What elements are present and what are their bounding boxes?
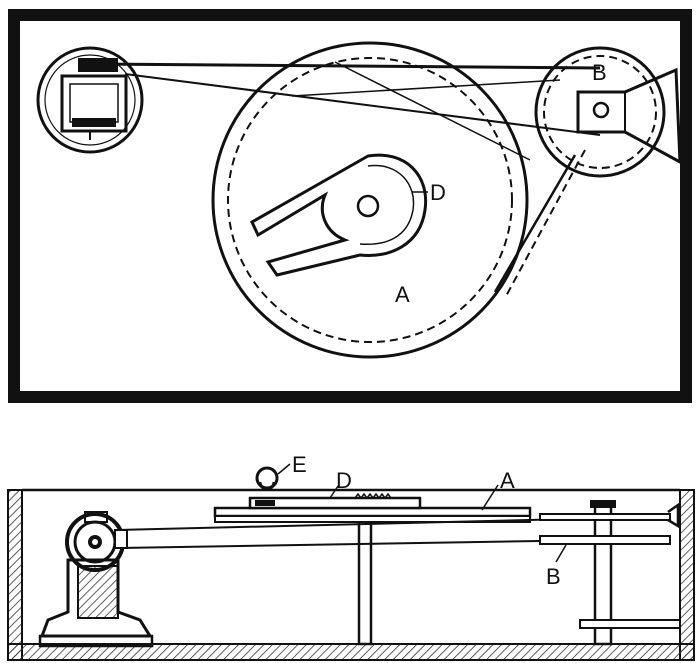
side-wall-left [7,489,23,661]
label-e-side: E [292,452,307,477]
main-spindle [357,513,373,646]
cam-pivot [356,194,380,218]
label-d-side: D [336,468,352,493]
motor-top [36,46,144,154]
motor-side [38,511,154,648]
side-wall-right [679,489,695,661]
label-d-top: D [430,180,446,205]
label-b-side: B [546,564,561,589]
pulley-b-top [534,46,682,178]
motor-housing-circle [36,46,144,154]
knob-e [255,466,279,491]
cam-d [250,153,428,277]
side-view: E D A B [7,452,695,661]
label-a-top: A [395,282,410,307]
side-floor [7,643,695,661]
turntable-disk-a [211,41,529,359]
label-a-side: A [500,468,515,493]
pulley-b-side [539,500,681,646]
plan-frame-inner [20,21,680,391]
drive-belts [99,61,601,299]
plan-view: B D A [8,9,692,403]
label-b-top: B [592,60,607,85]
turntable-a-side [213,492,532,523]
